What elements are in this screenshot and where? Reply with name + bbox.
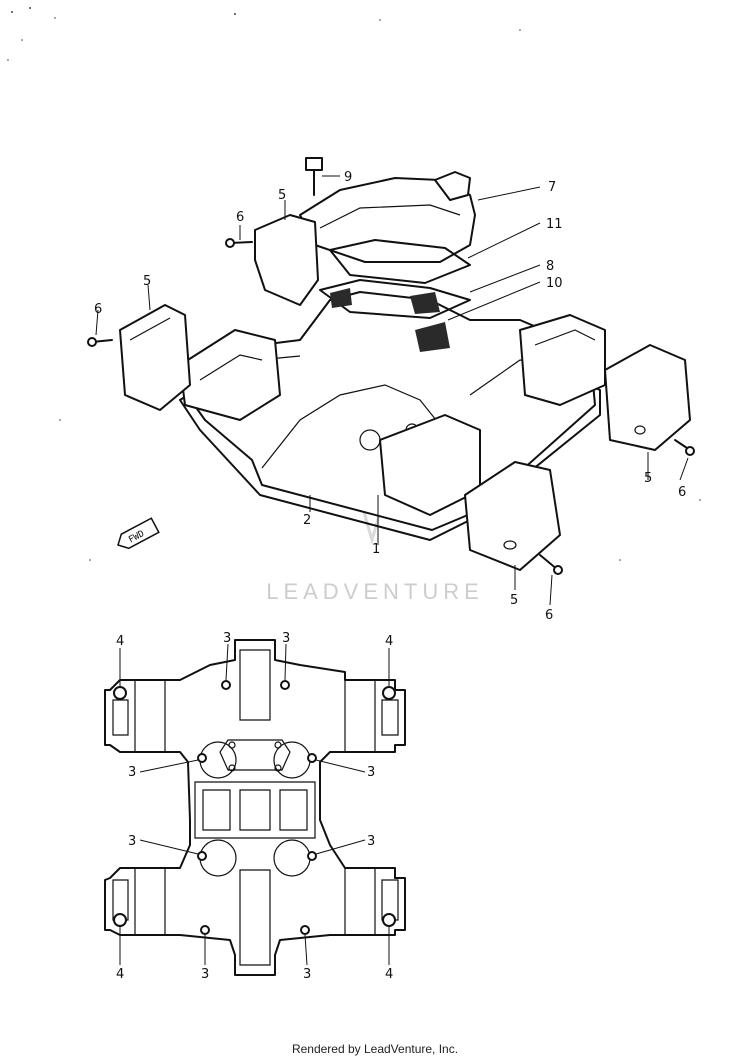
- callout-3: 3: [282, 631, 290, 646]
- screws: [87, 238, 695, 575]
- end-cap-front: [464, 461, 561, 571]
- callout-6: 6: [678, 485, 686, 500]
- watermark-text: LEADVENTURE: [266, 579, 484, 604]
- callout-10: 10: [546, 276, 563, 291]
- leader-lines: [95, 175, 689, 606]
- callout-3: 3: [201, 967, 209, 982]
- callout-3: 3: [303, 967, 311, 982]
- bolt-holes: [113, 680, 396, 935]
- callout-6: 6: [236, 210, 244, 225]
- callout-7: 7: [548, 180, 556, 195]
- leader-lines-bottom: [119, 643, 390, 966]
- cover-outline-top-view: [104, 639, 406, 976]
- callouts-bottom: 4 3 3 4 3 3 3 3 4 3 3 4: [116, 631, 393, 982]
- callout-6: 6: [94, 302, 102, 317]
- callout-8: 8: [546, 259, 554, 274]
- callout-3: 3: [367, 765, 375, 780]
- callout-5: 5: [278, 188, 286, 203]
- callout-5: 5: [644, 471, 652, 486]
- forward-direction-tag: FWD: [117, 517, 160, 550]
- callout-2: 2: [303, 513, 311, 528]
- callout-3: 3: [128, 765, 136, 780]
- footer-credit: Rendered by LeadVenture, Inc.: [291, 1042, 459, 1056]
- callout-6: 6: [545, 608, 553, 623]
- breather-plate: [319, 279, 471, 319]
- callout-4: 4: [385, 967, 393, 982]
- callout-3: 3: [223, 631, 231, 646]
- callout-4: 4: [116, 967, 124, 982]
- callout-3: 3: [128, 834, 136, 849]
- breather-cover: [299, 177, 476, 263]
- exploded-view: 9 7 11 8 10 5 6 5 6 5 6 5 6 2 1 FWD: [87, 157, 695, 623]
- scan-noise: [7, 7, 701, 561]
- callout-4: 4: [116, 634, 124, 649]
- callout-5: 5: [510, 593, 518, 608]
- callout-4: 4: [385, 634, 393, 649]
- callouts-top: 9 7 11 8 10 5 6 5 6 5 6 5 6 2 1: [94, 170, 686, 623]
- callout-3: 3: [367, 834, 375, 849]
- end-cap-rear-left: [254, 214, 319, 306]
- bolt-layout-view: 4 3 3 4 3 3 3 3 4 3 3 4: [104, 631, 406, 982]
- callout-9: 9: [344, 170, 352, 185]
- end-cap-left: [119, 304, 191, 411]
- callout-11: 11: [546, 217, 563, 232]
- callout-1: 1: [372, 542, 380, 557]
- breather-gasket: [329, 239, 471, 284]
- callout-5: 5: [143, 274, 151, 289]
- end-cap-right: [604, 344, 691, 451]
